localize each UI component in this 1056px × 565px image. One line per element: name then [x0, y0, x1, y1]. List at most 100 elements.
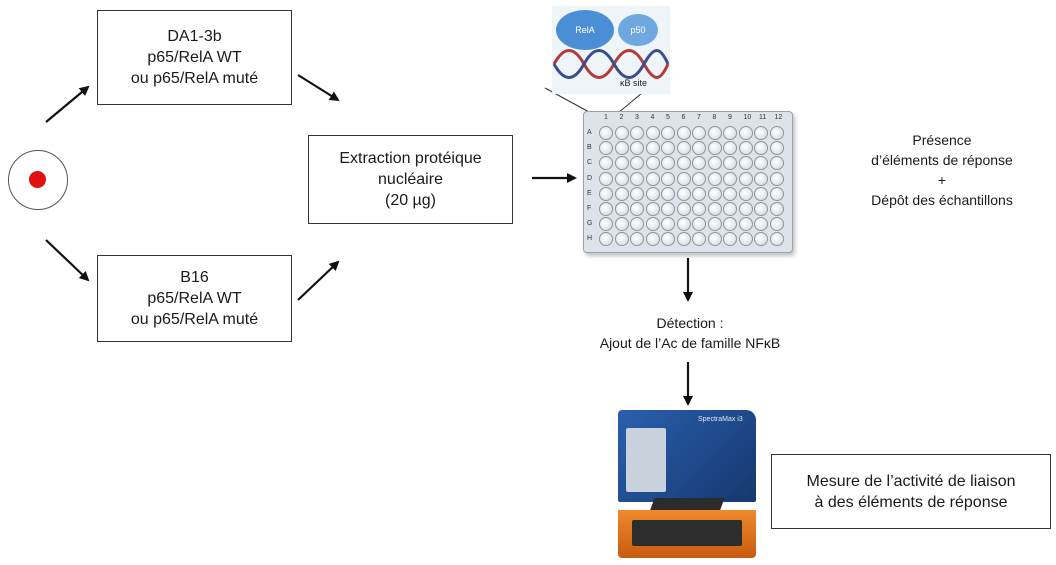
kb-site-label: κB site	[620, 78, 648, 88]
box-bottom-line3: ou p65/RelA muté	[130, 311, 259, 328]
plate-well	[769, 232, 784, 247]
plate-well	[769, 186, 784, 201]
plate-well	[645, 232, 660, 247]
plate-well	[630, 202, 644, 216]
plate-well	[769, 126, 784, 140]
plate-well	[645, 202, 660, 216]
arrow-cell-to-top	[45, 85, 90, 123]
arrow-bottom-to-extraction	[297, 260, 340, 301]
plate-well	[630, 186, 644, 201]
plate-well	[661, 171, 675, 186]
extraction-line1: Extraction protéique	[339, 150, 482, 167]
plate-well	[661, 156, 675, 171]
plate-well	[738, 232, 753, 247]
plate-well	[692, 217, 706, 232]
plate-well	[599, 217, 613, 232]
box-b16: B16 p65/RelA WT ou p65/RelA muté	[97, 255, 292, 342]
reader-body-orange	[618, 510, 756, 558]
plate-well	[614, 202, 629, 216]
plate-well	[723, 186, 737, 201]
plate-well	[661, 202, 675, 216]
box-extraction: Extraction protéique nucléaire (20 µg)	[308, 135, 513, 224]
plate-well	[692, 156, 706, 171]
plate-well	[614, 217, 629, 232]
plate-well	[692, 126, 706, 140]
arrow-top-to-extraction	[297, 74, 340, 102]
plate-well	[707, 156, 722, 171]
plate-well	[723, 141, 737, 156]
plate-well	[614, 156, 629, 171]
plate-well	[599, 202, 613, 216]
plate-row-label: B	[587, 144, 592, 152]
detection-line2: Ajout de l’Ac de famille NFκB	[599, 335, 781, 351]
plate-well	[707, 232, 722, 247]
box-bottom-line2: p65/RelA WT	[147, 290, 242, 307]
plate-well	[769, 217, 784, 232]
reader-body-blue: SpectraMax i3	[618, 410, 756, 502]
plate-well	[723, 217, 737, 232]
plate-well	[723, 126, 737, 140]
plate-well	[676, 232, 691, 247]
plate-well	[676, 156, 691, 171]
plate-well	[614, 141, 629, 156]
plate-well	[676, 186, 691, 201]
plate-well	[692, 186, 706, 201]
plate-well	[661, 186, 675, 201]
box-top-line3: ou p65/RelA muté	[130, 70, 259, 87]
plate-well	[738, 202, 753, 216]
plate-wells	[598, 125, 790, 249]
plate-well	[754, 141, 768, 156]
dna-helix-icon	[552, 49, 670, 79]
plate-well	[738, 186, 753, 201]
plate-well	[645, 126, 660, 140]
box-measure: Mesure de l’activité de liaison à des él…	[771, 454, 1051, 529]
plate-well	[676, 217, 691, 232]
right-note-line1: Présence	[912, 132, 972, 148]
plate-well	[723, 232, 737, 247]
plate-well	[754, 217, 768, 232]
plate-well	[599, 186, 613, 201]
extraction-line2: nucléaire	[378, 171, 443, 188]
plate-col-label: 10	[743, 114, 752, 121]
plate-col-label: 8	[712, 114, 717, 121]
plate-well	[599, 126, 613, 140]
plate-well	[769, 171, 784, 186]
plate-well	[692, 202, 706, 216]
plate-col-label: 9	[728, 114, 732, 121]
plate-col-label: 12	[774, 114, 783, 121]
box-bottom-line1: B16	[180, 269, 209, 286]
plate-col-label: 7	[697, 114, 701, 121]
plate-row-label: D	[587, 174, 593, 182]
plate-well	[754, 171, 768, 186]
box-top-line1: DA1-3b	[167, 28, 222, 45]
plate-well	[754, 126, 768, 140]
plate-well	[645, 186, 660, 201]
plate-well	[599, 141, 613, 156]
plate-well	[707, 126, 722, 140]
extraction-line3: (20 µg)	[384, 192, 436, 209]
plate-well	[769, 156, 784, 171]
plate-well	[754, 202, 768, 216]
plate-col-label: 1	[604, 114, 608, 121]
reader-brand-label: SpectraMax i3	[698, 416, 743, 423]
plate-well	[614, 186, 629, 201]
plate-well	[769, 141, 784, 156]
plate-col-label: 4	[650, 114, 655, 121]
nucleus-dot	[29, 171, 46, 188]
cell-icon	[8, 150, 68, 210]
plate-well	[676, 202, 691, 216]
plate-well	[723, 171, 737, 186]
plate-row-label: E	[587, 189, 592, 197]
plate-well	[707, 141, 722, 156]
plate-well	[738, 141, 753, 156]
plate-well	[754, 156, 768, 171]
plate-well	[738, 217, 753, 232]
plate-well	[692, 141, 706, 156]
arrow-cell-to-bottom	[45, 239, 90, 282]
plate-well	[707, 171, 722, 186]
plate-col-label: 5	[666, 114, 670, 121]
